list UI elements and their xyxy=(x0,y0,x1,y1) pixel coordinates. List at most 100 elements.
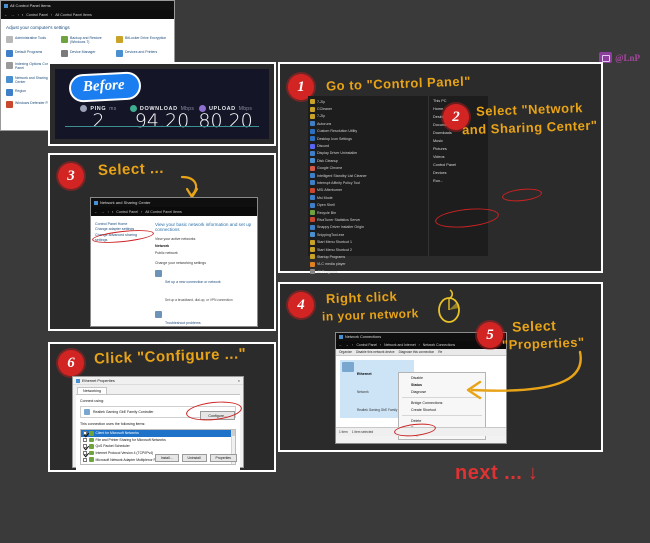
nsc-breadcrumb-1[interactable]: All Control Panel Items xyxy=(145,209,182,214)
start-menu-place-downloads[interactable]: Downloads xyxy=(433,131,452,135)
start-menu-place-devices[interactable]: Devices xyxy=(433,171,447,175)
start-menu-item[interactable]: Interrupt Affinity Policy Tool xyxy=(308,179,428,186)
eth-list-item[interactable]: Microsoft Network Adapter Multiplexor Pr… xyxy=(81,456,235,463)
forward-icon[interactable]: → xyxy=(10,12,15,17)
context-menu-item[interactable]: Status xyxy=(411,382,422,387)
checkbox[interactable] xyxy=(83,444,87,449)
nc-breadcrumb-0[interactable]: Control Panel xyxy=(356,343,378,347)
back-icon[interactable]: ← xyxy=(4,12,8,17)
start-menu-item[interactable]: MSI Afterburner xyxy=(308,187,428,194)
nc-tool-organize[interactable]: Organize xyxy=(339,350,352,354)
start-menu-item[interactable]: Snappy Driver Installer Origin xyxy=(308,224,428,231)
start-menu-item[interactable]: Discord xyxy=(308,142,428,149)
nc-tool-rename[interactable]: Re xyxy=(438,350,443,354)
start-menu-place-pictures[interactable]: Pictures xyxy=(433,147,447,151)
eth-tabstrip[interactable]: Networking xyxy=(73,385,243,394)
nsc-option-0-title[interactable]: Set up a new connection or network xyxy=(165,280,221,284)
control-panel-item[interactable]: Default Programs xyxy=(6,49,59,57)
nsc-link-advanced-sharing[interactable]: Change advanced sharing settings xyxy=(95,232,137,243)
start-menu-place-desktop[interactable]: Desktop xyxy=(433,115,447,119)
start-menu-item[interactable]: Recycle Bin xyxy=(308,209,428,216)
nsc-link-home[interactable]: Control Panel Home xyxy=(95,222,128,226)
start-menu-place-videos[interactable]: Videos xyxy=(433,155,445,159)
start-menu-item[interactable]: Start Menu Shortcut 2 xyxy=(308,246,428,253)
start-menu-place-documents[interactable]: Documents xyxy=(433,123,453,127)
nsc-addressbar[interactable]: ← → ↑ ▪ Control Panel › All Control Pane… xyxy=(91,207,257,216)
control-panel-item[interactable]: Devices and Printers xyxy=(116,49,169,57)
control-panel-item[interactable]: Network and Sharing Center xyxy=(6,75,59,85)
start-menu-place-home[interactable]: Home xyxy=(433,107,444,111)
tab-networking[interactable]: Networking xyxy=(77,387,107,394)
start-menu-item[interactable]: Open Shell xyxy=(308,201,428,208)
context-menu-item[interactable]: Bridge Connections xyxy=(411,400,443,405)
nc-addressbar[interactable]: ← → ↑ Control Panel › Network and Intern… xyxy=(336,341,506,349)
checkbox[interactable] xyxy=(83,457,87,462)
eth-button-row[interactable]: Install... Uninstall Properties xyxy=(154,454,237,462)
nsc-forward-icon[interactable]: → xyxy=(100,209,105,214)
start-menu-item[interactable]: Startup Programs xyxy=(308,253,428,260)
start-menu-item[interactable]: Intelligent Standby List Cleaner xyxy=(308,172,428,179)
start-menu-place-this-pc[interactable]: This PC xyxy=(433,99,447,103)
eth-list-scrollbar[interactable] xyxy=(231,430,235,464)
start-menu-item[interactable]: 7-Zip xyxy=(308,98,428,105)
checkbox[interactable] xyxy=(83,451,87,456)
nc-tool-diagnose[interactable]: Diagnose this connection xyxy=(398,350,435,354)
nsc-option-1-title[interactable]: Troubleshoot problems xyxy=(165,321,201,325)
context-menu-item[interactable]: Create Shortcut xyxy=(411,407,437,412)
breadcrumb-cp-0[interactable]: Control Panel xyxy=(26,12,49,17)
properties-button[interactable]: Properties xyxy=(209,454,237,462)
install-button[interactable]: Install... xyxy=(154,454,179,462)
start-menu-place-run[interactable]: Run... xyxy=(433,179,444,183)
eth-list-item[interactable]: Internet Protocol Version 4 (TCP/IPv4) xyxy=(81,450,235,457)
start-menu-item[interactable]: Autoruns xyxy=(308,120,428,127)
start-menu-item[interactable]: Google Chrome xyxy=(308,165,428,172)
nc-breadcrumb-1[interactable]: Network and Internet xyxy=(384,343,416,347)
close-icon[interactable]: × xyxy=(237,378,240,383)
nsc-link-change-adapter[interactable]: Change adapter settings xyxy=(95,227,135,232)
control-panel-item[interactable]: Backup and Restore (Windows 7) xyxy=(61,36,114,45)
control-panel-item[interactable]: Administrative Tools xyxy=(6,36,59,45)
control-panel-item[interactable]: Windows Defender Firewall xyxy=(6,101,59,109)
start-menu-item[interactable]: RivaTuner Statistics Server xyxy=(308,216,428,223)
uninstall-button[interactable]: Uninstall xyxy=(181,454,207,462)
start-menu-all-programs[interactable]: All Programs xyxy=(308,268,428,275)
eth-list-item[interactable]: File and Printer Sharing for Microsoft N… xyxy=(81,437,235,444)
nc-toolbar[interactable]: Organize Disable this network device Dia… xyxy=(336,349,506,356)
start-menu-item[interactable]: 7-Zip xyxy=(308,113,428,120)
breadcrumb-cp-1[interactable]: All Control Panel Items xyxy=(55,12,92,17)
nsc-sidebar[interactable]: Control Panel Home Change adapter settin… xyxy=(91,216,151,326)
context-menu-item[interactable]: Disable xyxy=(411,375,423,380)
nsc-option-setup[interactable]: Set up a new connection or network Set u… xyxy=(155,270,253,306)
start-menu-item[interactable]: VLC media player xyxy=(308,261,428,268)
eth-list-item[interactable]: QoS Packet Scheduler xyxy=(81,443,235,450)
start-menu-item[interactable]: Msi Mode xyxy=(308,194,428,201)
start-menu-item[interactable]: SnippingTool.exe xyxy=(308,231,428,238)
start-menu-item[interactable]: CCleaner xyxy=(308,105,428,112)
nc-up-icon[interactable]: ↑ xyxy=(351,343,354,347)
context-menu-item[interactable]: Delete xyxy=(411,418,422,423)
nc-back-icon[interactable]: ← xyxy=(339,343,343,347)
start-menu-item[interactable]: Display Driver Uninstaller xyxy=(308,150,428,157)
context-menu-item[interactable]: Diagnose xyxy=(411,389,427,394)
control-panel-item[interactable]: Region xyxy=(6,89,59,97)
nc-forward-icon[interactable]: → xyxy=(345,343,349,347)
start-menu-item[interactable]: Disk Cleanup xyxy=(308,157,428,164)
nc-tool-disable[interactable]: Disable this network device xyxy=(355,350,395,354)
control-panel-addressbar[interactable]: ← → ↑ ▪ Control Panel › All Control Pane… xyxy=(1,10,174,19)
nsc-breadcrumb-0[interactable]: Control Panel xyxy=(116,209,139,214)
configure-button[interactable]: Configure... xyxy=(200,411,235,420)
nsc-back-icon[interactable]: ← xyxy=(94,209,98,214)
nsc-up-icon[interactable]: ↑ xyxy=(107,209,109,214)
eth-list-item[interactable]: Client for Microsoft Networks xyxy=(81,430,235,437)
start-menu-item[interactable]: Desktop Icon Settings xyxy=(308,135,428,142)
start-menu-place-music[interactable]: Music xyxy=(433,139,443,143)
nsc-option-troubleshoot[interactable]: Troubleshoot problems Diagnose and repai… xyxy=(155,311,253,347)
checkbox[interactable] xyxy=(83,431,87,436)
start-menu-item[interactable]: Start Menu Shortcut 1 xyxy=(308,238,428,245)
checkbox[interactable] xyxy=(83,437,87,442)
control-panel-item[interactable]: Indexing Options Control Panel xyxy=(6,61,59,71)
control-panel-item[interactable]: BitLocker Drive Encryption xyxy=(116,36,169,45)
